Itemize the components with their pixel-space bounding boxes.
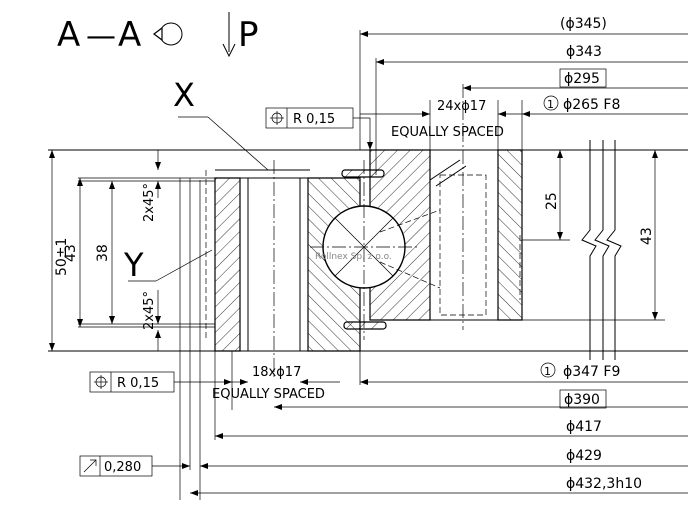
dim-d432: ϕ432,3h10 bbox=[566, 476, 642, 492]
runout-tolerance: 0,280 bbox=[79, 455, 190, 477]
bottom-seal-icon bbox=[343, 321, 387, 330]
basic-dim-box-390 bbox=[559, 389, 607, 409]
break-lines bbox=[581, 140, 622, 360]
bottom-dimension-texts: 1 ϕ347 F9 18xϕ17 EQUALLY SPACED ϕ390 ϕ41… bbox=[212, 362, 642, 492]
vertical-dimension-texts-left: 50±1 43 38 2x45° 2x45° bbox=[54, 183, 157, 330]
runout-arrow-icon bbox=[83, 459, 97, 473]
bottom-dimension-lines bbox=[190, 351, 688, 496]
dim-d295: ϕ295 bbox=[564, 71, 600, 87]
dim-d343: ϕ343 bbox=[566, 44, 602, 60]
section-dash: — bbox=[86, 19, 116, 54]
chamfer-bottom: 2x45° bbox=[142, 291, 157, 330]
detail-y: Y bbox=[123, 246, 213, 284]
position-tolerance-top: R 0,15 bbox=[265, 107, 373, 150]
dim-h25: 25 bbox=[544, 192, 560, 210]
view-arrow-icon bbox=[222, 12, 236, 58]
rotation-icon bbox=[153, 22, 183, 46]
section-letter-a2: A bbox=[118, 15, 141, 55]
marker-1-bottom: 1 bbox=[544, 365, 551, 378]
vertical-dimensions-left bbox=[49, 150, 161, 351]
outer-bolt-hole bbox=[215, 160, 310, 380]
position-value-top: R 0,15 bbox=[293, 112, 335, 127]
dim-d429: ϕ429 bbox=[566, 448, 602, 464]
basic-dim-box-295 bbox=[559, 68, 607, 88]
left-extension-lines bbox=[179, 170, 233, 500]
view-letter: P bbox=[238, 15, 259, 55]
chamfer-top: 2x45° bbox=[142, 183, 157, 222]
dim-h43-right: 43 bbox=[639, 227, 655, 245]
marker-1-bottom-icon bbox=[540, 362, 556, 378]
holes-bottom-label: 18xϕ17 bbox=[252, 365, 301, 380]
inner-ring-section bbox=[369, 84, 523, 330]
dim-d417: ϕ417 bbox=[566, 419, 602, 435]
dim-d347: ϕ347 F9 bbox=[563, 364, 620, 380]
watermark: Rollnex Sp. z o.o. bbox=[315, 252, 392, 262]
vertical-dimensions-right: 25 43 bbox=[522, 150, 665, 321]
detail-x: X bbox=[173, 76, 269, 171]
holes-top-label: 24xϕ17 bbox=[437, 99, 486, 114]
top-dimension-texts: (ϕ345) ϕ343 ϕ295 24xϕ17 EQUALLY SPACED 1… bbox=[391, 16, 620, 140]
runout-value: 0,280 bbox=[104, 460, 141, 475]
dim-d265: ϕ265 F8 bbox=[563, 97, 620, 113]
detail-y-label: Y bbox=[123, 246, 144, 284]
dim-d390: ϕ390 bbox=[564, 392, 600, 408]
position-icon bbox=[270, 111, 284, 125]
position-tolerance-bottom: R 0,15 bbox=[89, 371, 232, 393]
position-icon-bottom bbox=[94, 375, 108, 389]
dim-d345: (ϕ345) bbox=[560, 16, 607, 32]
outline-lines bbox=[48, 149, 688, 352]
equally-spaced-top: EQUALLY SPACED bbox=[391, 125, 504, 140]
dim-h38: 38 bbox=[95, 244, 111, 262]
marker-1-top: 1 bbox=[547, 98, 554, 111]
marker-1-top-icon bbox=[543, 95, 559, 111]
position-value-bottom: R 0,15 bbox=[117, 376, 159, 391]
dim-h50: 50±1 bbox=[54, 238, 70, 276]
dim-h43-left: 43 bbox=[63, 244, 79, 262]
equally-spaced-bottom: EQUALLY SPACED bbox=[212, 387, 325, 402]
section-title: A — A P bbox=[57, 12, 259, 58]
ball-and-seals: Rollnex Sp. z o.o. bbox=[310, 160, 441, 340]
top-dimension-lines bbox=[359, 30, 688, 175]
detail-x-label: X bbox=[173, 76, 195, 114]
top-seal-icon bbox=[341, 169, 385, 178]
section-letter-a1: A bbox=[57, 15, 80, 55]
